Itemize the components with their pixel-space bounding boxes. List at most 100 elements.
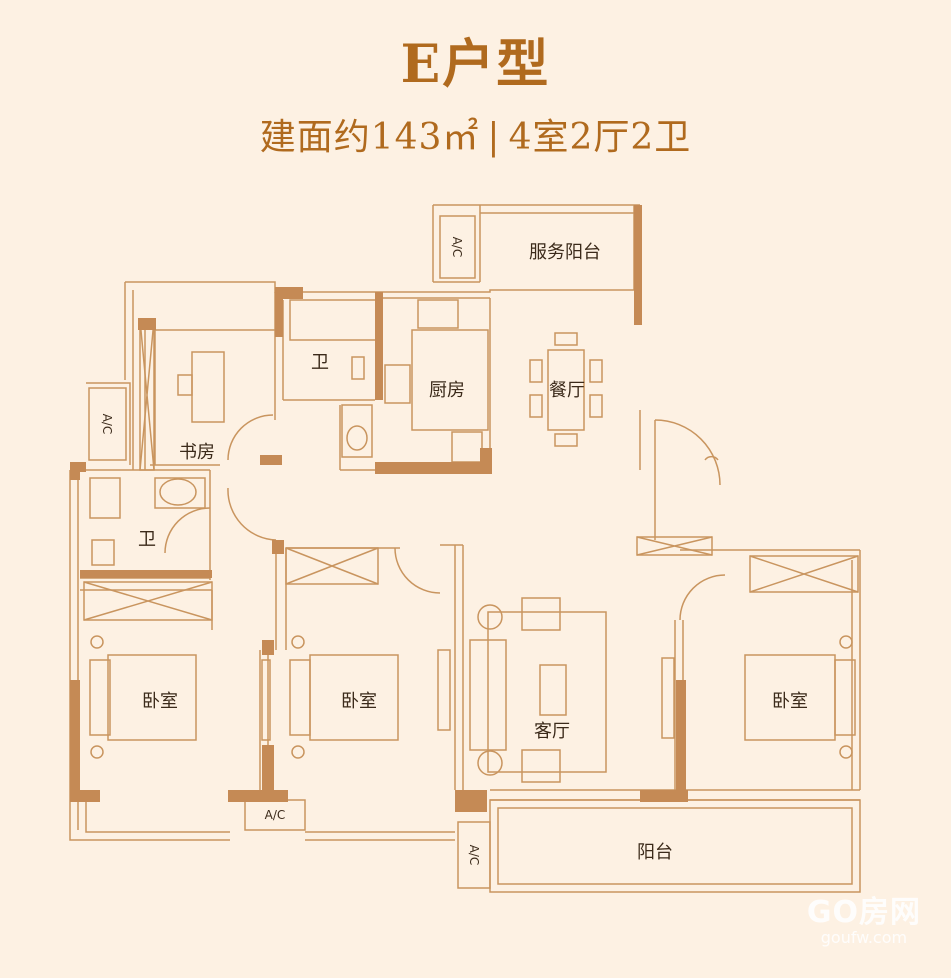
room-dining: 餐厅: [549, 380, 585, 401]
sofa: [469, 639, 507, 751]
outer-wall-line: [85, 800, 230, 833]
ac-label-top: A/C: [450, 236, 464, 258]
ac-box-bottom-right: [457, 821, 491, 889]
sink-top-basin: [346, 425, 368, 451]
window-cross: [636, 536, 713, 556]
window-study-cross: [139, 319, 155, 471]
room-kitchen: 厨房: [429, 380, 465, 401]
watermark-url: goufw.com: [820, 928, 908, 947]
study-desk: [191, 351, 225, 423]
nightstand: [291, 635, 305, 649]
armchair: [521, 749, 561, 783]
room-study: 书房: [179, 442, 215, 463]
door-arc: [704, 455, 719, 461]
dining-chair: [589, 359, 603, 383]
ac-label-bottom-right: A/C: [467, 844, 481, 866]
room-bathroom-left: 卫: [138, 529, 156, 550]
toilet-top: [351, 356, 365, 380]
wall-block: [228, 790, 288, 802]
room-bedroom-left: 卧室: [142, 691, 178, 712]
balcony-inner: [497, 807, 853, 885]
wall-block: [375, 292, 383, 400]
ac-box-top: [439, 215, 476, 279]
dining-chair: [554, 332, 578, 346]
study-chair: [177, 374, 193, 396]
outer-wall-line: [69, 470, 230, 841]
wall-block: [640, 790, 688, 802]
window-cross-lines: [636, 536, 713, 556]
nightstand: [90, 635, 104, 649]
wall-block: [262, 745, 274, 790]
wall-block: [634, 290, 642, 325]
tv-left: [261, 659, 271, 741]
plan-subtitle: 建面约143㎡|4室2厅2卫: [0, 108, 951, 160]
ac-box-left: [88, 387, 127, 461]
ac-outline: [86, 382, 131, 465]
outer-wall-line: [125, 281, 640, 293]
wall-block: [272, 540, 284, 554]
room-bedroom-right: 卧室: [772, 691, 808, 712]
nightstand: [90, 745, 104, 759]
room-bathroom-top: 卫: [311, 352, 329, 373]
area-text: 建面约143㎡: [259, 117, 480, 158]
wall-block: [80, 570, 212, 578]
door-arc: [679, 574, 726, 621]
wardrobe-left: [83, 581, 213, 621]
door-arc: [227, 487, 277, 541]
ac-label-bottom: A/C: [264, 808, 286, 822]
living-rug: [487, 611, 607, 773]
wall-block: [275, 292, 283, 337]
armchair: [521, 597, 561, 631]
room-balcony: 阳台: [637, 842, 673, 863]
layout-text: 4室2厅2卫: [508, 117, 692, 158]
door-arc: [394, 547, 441, 594]
wardrobe-middle: [285, 547, 379, 585]
wall-block: [262, 640, 274, 655]
shower: [289, 299, 379, 341]
nightstand: [839, 635, 853, 649]
watermark: GO房网 goufw.com: [807, 898, 921, 946]
side-table: [477, 750, 503, 776]
wall-block: [375, 462, 490, 474]
dining-chair: [529, 359, 543, 383]
dining-chair: [589, 394, 603, 418]
dining-chair: [554, 433, 578, 447]
wardrobe-right: [749, 555, 859, 593]
tv-living: [437, 649, 451, 731]
bath-left-box: [89, 477, 121, 519]
wall-block: [260, 455, 282, 465]
wall-block: [634, 205, 642, 300]
dining-table: [547, 349, 585, 431]
watermark-logo: GO房网: [806, 895, 921, 930]
room-service-balcony: 服务阳台: [529, 242, 601, 263]
bath-left-toilet: [91, 539, 115, 566]
bed-right-head: [834, 659, 856, 736]
plan-title: E户型: [400, 34, 551, 95]
door-arc: [227, 414, 274, 461]
bath-left-sink: [159, 478, 197, 506]
wall-block: [480, 448, 492, 474]
sink-top: [341, 404, 373, 458]
wardrobe-right-cross: [749, 555, 859, 593]
room-living: 客厅: [534, 721, 570, 742]
bed-middle-head: [289, 659, 311, 736]
wall-block: [676, 680, 686, 790]
wall-block: [70, 790, 100, 802]
ac-label-left: A/C: [100, 413, 114, 435]
kitchen-stove: [384, 364, 411, 404]
dining-chair: [529, 394, 543, 418]
coffee-table: [539, 664, 567, 716]
wall-block: [70, 680, 80, 800]
bath-left-counter: [154, 477, 206, 509]
kitchen-sink: [417, 299, 459, 329]
bed-left-head: [89, 659, 111, 736]
nightstand: [839, 745, 853, 759]
door-arc: [654, 419, 721, 486]
balcony-outline: [489, 799, 861, 893]
room-bedroom-middle: 卧室: [341, 691, 377, 712]
wall-block: [138, 318, 156, 330]
tv-right: [661, 657, 675, 739]
subtitle-separator: |: [487, 117, 501, 158]
kitchen-counter: [411, 329, 489, 431]
